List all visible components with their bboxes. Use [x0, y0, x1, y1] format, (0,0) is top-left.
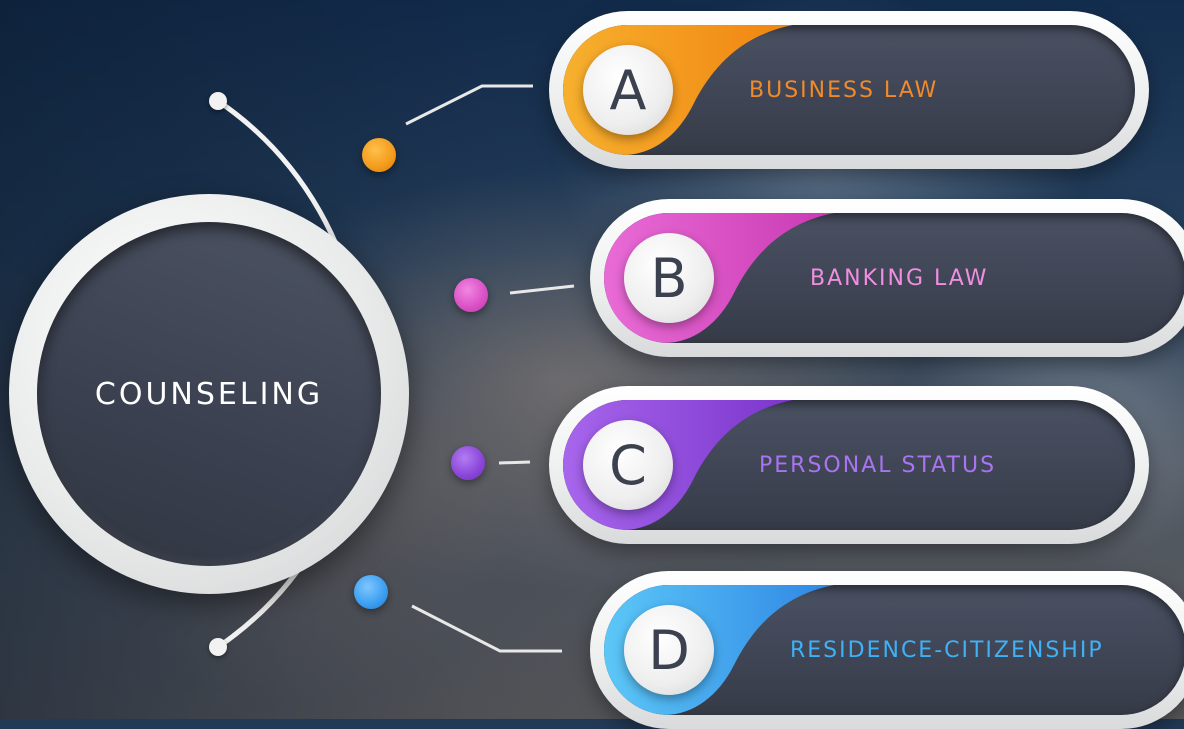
- center-circle: COUNSELING: [37, 222, 381, 566]
- letter-badge-a: A: [583, 45, 673, 135]
- marker-dot-b: [454, 278, 488, 312]
- item-label-a: BUSINESS LAW: [749, 77, 939, 103]
- arc-start-point: [209, 92, 227, 110]
- letter-d: D: [648, 618, 690, 682]
- marker-dot-a: [362, 138, 396, 172]
- letter-c: C: [609, 433, 647, 497]
- arc-end-point: [209, 638, 227, 656]
- item-card-c-body: C PERSONAL STATUS: [563, 400, 1135, 530]
- connector-line-c: [498, 460, 531, 465]
- connector-line-a: [405, 84, 533, 126]
- item-card-b[interactable]: B BANKING LAW: [590, 199, 1184, 357]
- item-card-c[interactable]: C PERSONAL STATUS: [549, 386, 1149, 544]
- item-card-a-body: A BUSINESS LAW: [563, 25, 1135, 155]
- marker-dot-c: [451, 446, 485, 480]
- letter-a: A: [609, 58, 647, 122]
- center-title: COUNSELING: [94, 376, 324, 412]
- marker-dot-d: [354, 575, 388, 609]
- letter-badge-d: D: [624, 605, 714, 695]
- item-card-d-body: D RESIDENCE-CITIZENSHIP: [604, 585, 1184, 715]
- item-label-b: BANKING LAW: [810, 265, 989, 291]
- item-label-d: RESIDENCE-CITIZENSHIP: [790, 637, 1104, 663]
- item-card-d[interactable]: D RESIDENCE-CITIZENSHIP: [590, 571, 1184, 729]
- letter-badge-c: C: [583, 420, 673, 510]
- item-label-c: PERSONAL STATUS: [759, 452, 997, 478]
- connector-line-b: [509, 284, 575, 295]
- item-card-a[interactable]: A BUSINESS LAW: [549, 11, 1149, 169]
- letter-badge-b: B: [624, 233, 714, 323]
- letter-b: B: [650, 246, 688, 310]
- connector-line-d: [411, 604, 562, 653]
- item-card-b-body: B BANKING LAW: [604, 213, 1184, 343]
